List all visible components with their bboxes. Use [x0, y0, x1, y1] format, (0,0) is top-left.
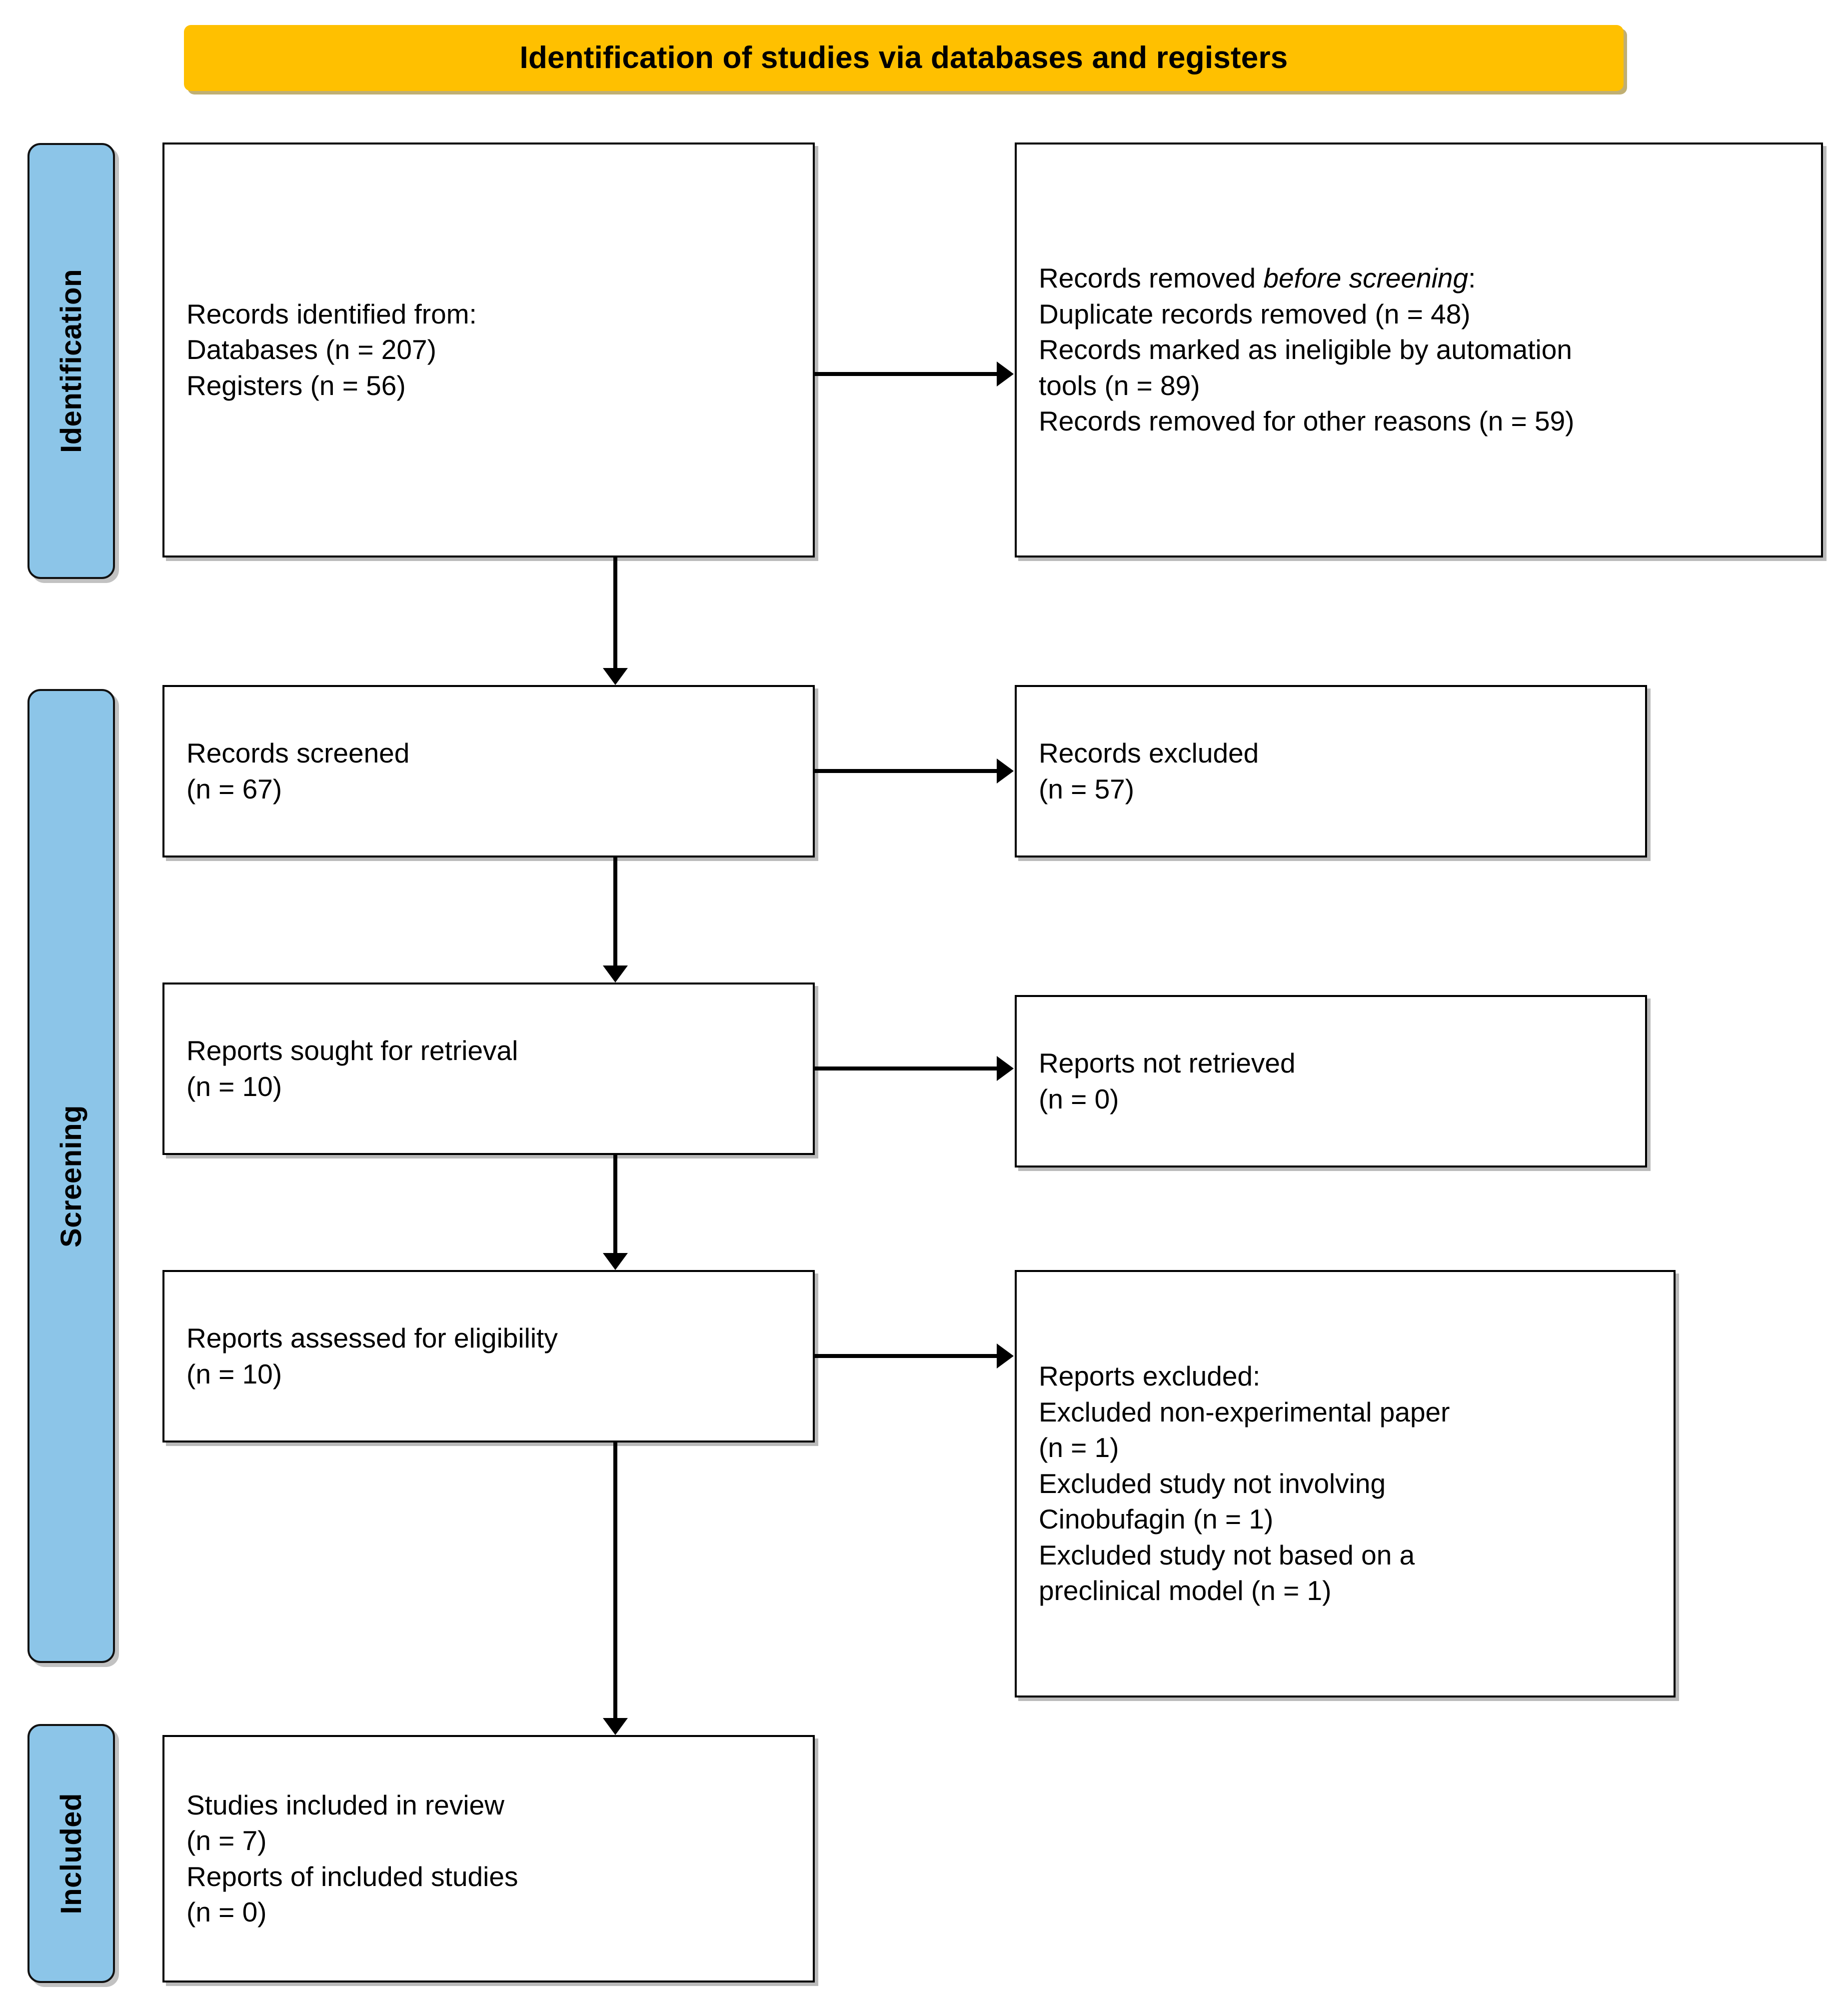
- box-reports-sought-for-retrieval: Reports sought for retrieval (n = 10): [162, 982, 815, 1155]
- reports-assessed-line-1: Reports assessed for eligibility: [186, 1322, 558, 1354]
- stage-label-screening: Screening: [27, 689, 115, 1663]
- reports-not-retrieved-line-2: (n = 0): [1039, 1083, 1119, 1114]
- records-excluded-line-2: (n = 57): [1039, 773, 1135, 804]
- arrow-right-icon-assessed-to-reports-excluded: [815, 1344, 1014, 1368]
- box-records-screened: Records screened (n = 67): [162, 685, 815, 858]
- arrow-down-icon-assessed-to-included: [603, 1442, 628, 1735]
- studies-included-line-1: Studies included in review: [186, 1789, 504, 1820]
- records-removed-heading: Records removed before screening:: [1039, 260, 1799, 296]
- box-records-removed-before-screening: Records removed before screening: Duplic…: [1015, 142, 1823, 558]
- reports-not-retrieved-line-1: Reports not retrieved: [1039, 1048, 1296, 1078]
- reports-excluded-line-2: Excluded non-experimental paper: [1039, 1396, 1450, 1428]
- records-excluded-line-1: Records excluded: [1039, 738, 1259, 768]
- arrow-down-icon-screened-to-sought: [603, 858, 628, 982]
- records-screened-line-2: (n = 67): [186, 773, 282, 804]
- reports-sought-line-2: (n = 10): [186, 1070, 282, 1102]
- records-identified-line-1: Records identified from:: [186, 298, 477, 330]
- stage-label-screening-text: Screening: [55, 1104, 87, 1248]
- reports-assessed-line-2: (n = 10): [186, 1358, 282, 1390]
- box-reports-assessed-for-eligibility: Reports assessed for eligibility (n = 10…: [162, 1270, 815, 1442]
- studies-included-line-3: Reports of included studies: [186, 1860, 518, 1892]
- records-identified-line-3: Registers (n = 56): [186, 370, 406, 401]
- reports-sought-line-1: Reports sought for retrieval: [186, 1035, 518, 1066]
- records-removed-heading-prefix: Records removed: [1039, 262, 1264, 294]
- studies-included-line-4: (n = 0): [186, 1896, 267, 1928]
- stage-label-identification-text: Identification: [55, 269, 87, 453]
- arrow-right-icon-identified-to-removed: [815, 362, 1014, 386]
- records-identified-line-2: Databases (n = 207): [186, 334, 436, 366]
- arrow-down-icon-identified-to-screened: [603, 558, 628, 685]
- reports-excluded-line-3: (n = 1): [1039, 1432, 1119, 1464]
- records-removed-line-5: Records removed for other reasons (n = 5…: [1039, 406, 1575, 437]
- stage-label-included: Included: [27, 1724, 115, 1983]
- records-removed-heading-suffix: :: [1468, 262, 1476, 294]
- arrow-right-icon-sought-to-not-retrieved: [815, 1056, 1014, 1081]
- box-reports-excluded: Reports excluded: Excluded non-experimen…: [1015, 1270, 1676, 1698]
- records-removed-line-4: tools (n = 89): [1039, 370, 1200, 401]
- diagram-title: Identification of studies via databases …: [519, 40, 1288, 75]
- stage-label-identification: Identification: [27, 143, 115, 579]
- records-removed-line-2: Duplicate records removed (n = 48): [1039, 298, 1471, 330]
- reports-excluded-line-6: Excluded study not based on a: [1039, 1539, 1415, 1570]
- reports-excluded-line-5: Cinobufagin (n = 1): [1039, 1504, 1274, 1535]
- box-records-identified: Records identified from: Databases (n = …: [162, 142, 815, 558]
- records-removed-heading-emphasis: before screening: [1263, 262, 1469, 294]
- reports-excluded-line-7: preclinical model (n = 1): [1039, 1575, 1332, 1606]
- reports-excluded-line-4: Excluded study not involving: [1039, 1468, 1386, 1499]
- box-studies-included-in-review: Studies included in review (n = 7) Repor…: [162, 1735, 815, 1982]
- records-removed-line-3: Records marked as ineligible by automati…: [1039, 334, 1572, 366]
- diagram-header-banner: Identification of studies via databases …: [184, 25, 1624, 91]
- studies-included-line-2: (n = 7): [186, 1825, 267, 1856]
- arrow-down-icon-sought-to-assessed: [603, 1155, 628, 1270]
- box-reports-not-retrieved: Reports not retrieved (n = 0): [1015, 995, 1647, 1168]
- arrow-right-icon-screened-to-excluded: [815, 758, 1014, 784]
- records-screened-line-1: Records screened: [186, 738, 410, 768]
- stage-label-included-text: Included: [55, 1792, 87, 1914]
- box-records-excluded: Records excluded (n = 57): [1015, 685, 1647, 858]
- reports-excluded-line-1: Reports excluded:: [1039, 1360, 1261, 1392]
